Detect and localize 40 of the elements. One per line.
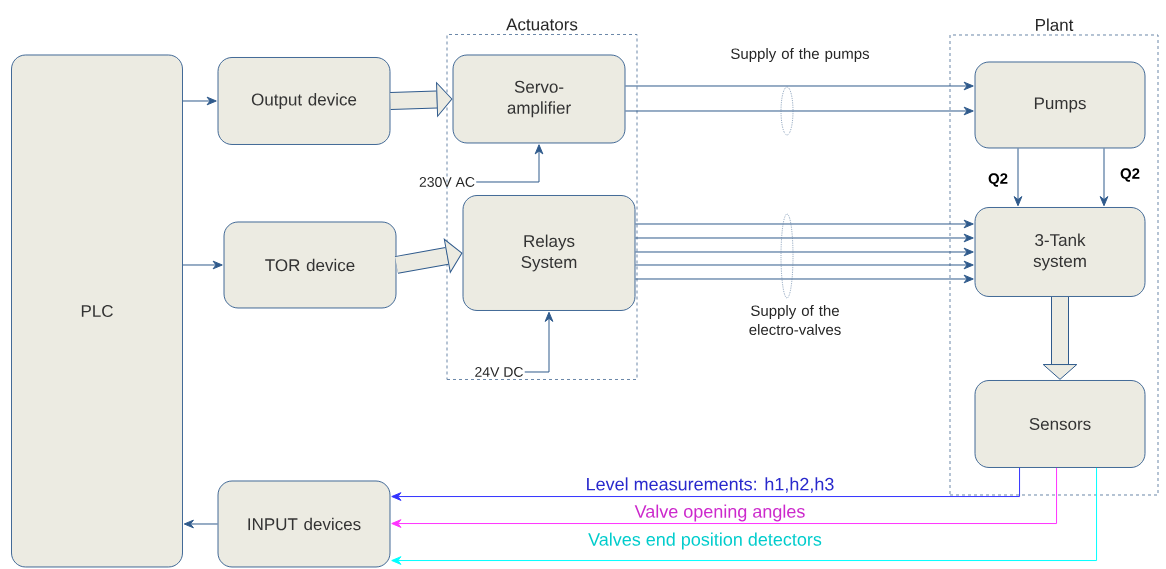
arrow	[634, 247, 974, 257]
arrow	[634, 219, 974, 229]
arrow	[634, 233, 974, 243]
process-box: INPUT devices	[217, 480, 391, 568]
block-arrow	[394, 238, 463, 274]
arrow	[1013, 147, 1023, 207]
arrow	[391, 467, 1021, 501]
node-label: Plant	[1036, 18, 1074, 31]
edge-label: Q2	[1119, 167, 1141, 183]
voltage-label: 230V AC	[419, 177, 475, 187]
arrow	[475, 144, 544, 183]
arrow	[524, 311, 554, 373]
arrow	[182, 96, 217, 106]
process-box: Sensors	[974, 380, 1146, 468]
edge-label: Valves end position detectors	[587, 531, 823, 551]
process-box: Pumps	[974, 61, 1146, 149]
arrow	[624, 81, 974, 91]
edge-label: Valve opening angles	[633, 503, 807, 523]
block-arrow	[1042, 296, 1078, 380]
cable-bundle-drawing: Supply of the electro-valves	[749, 213, 841, 335]
edge-label: Q2	[987, 172, 1009, 188]
process-box: Output device	[217, 57, 391, 145]
process-box: PLC	[11, 54, 183, 568]
arrow	[634, 260, 974, 270]
arrow	[182, 260, 223, 270]
arrow	[634, 274, 974, 284]
arrow	[391, 467, 1098, 565]
arrow	[1099, 147, 1109, 207]
node-label: Actuators	[506, 18, 578, 31]
voltage-label: 24V DC	[475, 367, 523, 377]
block-arrow	[390, 82, 453, 117]
process-box: Relays System	[462, 195, 636, 311]
cable-bundle-drawing: Supply of the pumps	[731, 48, 870, 136]
arrow	[624, 106, 974, 116]
edge-label: Level measurements: h1,h2,h3	[584, 476, 836, 494]
arrow	[183, 519, 219, 529]
process-box: 3-Tank system	[974, 207, 1146, 297]
arrow	[391, 467, 1058, 528]
process-box: TOR device	[223, 221, 397, 309]
process-box: Servo-amplifier	[452, 54, 626, 144]
